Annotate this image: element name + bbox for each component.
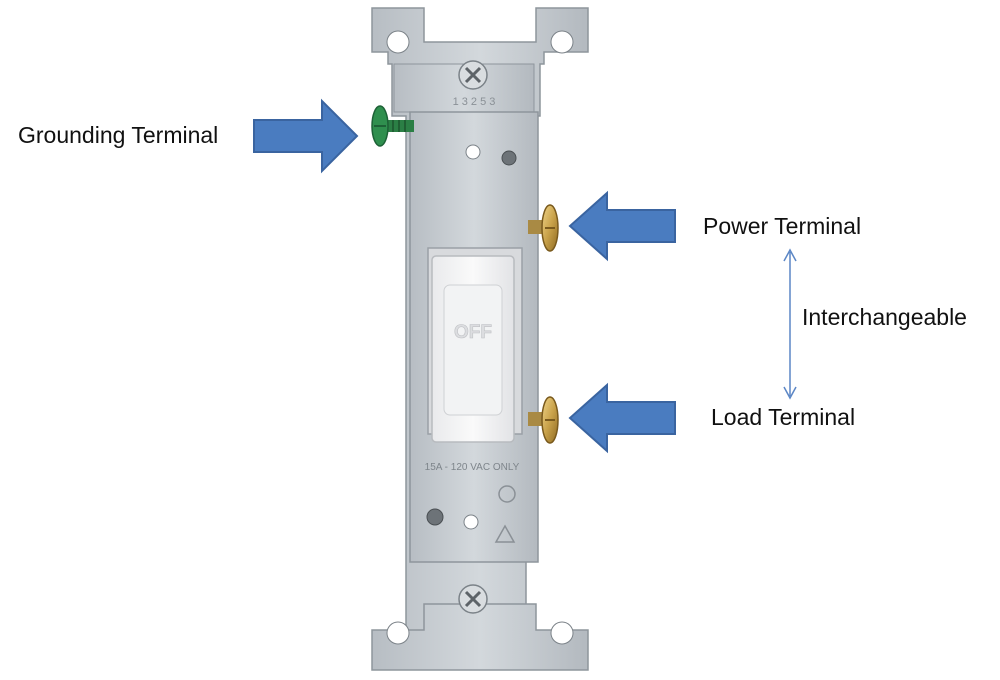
lower-threaded-hole (426, 508, 444, 526)
toggle-assembly: OFF (427, 247, 523, 443)
ul-mark (498, 485, 516, 503)
toggle-off-text: OFF (454, 322, 492, 343)
upper-small-hole (465, 144, 481, 160)
top-left-mount-hole (386, 30, 410, 54)
interchangeable-label: Interchangeable (802, 304, 967, 330)
load-terminal-label: Load Terminal (711, 404, 856, 430)
certification-triangle (494, 524, 516, 543)
bottom-right-mount-hole (550, 621, 574, 645)
grounding-arrow-icon (253, 98, 359, 174)
rating-text: 15A - 120 VAC ONLY (425, 462, 520, 473)
interchangeable-double-arrow-icon (783, 248, 797, 400)
top-right-mount-hole (550, 30, 574, 54)
top-code-text: 1 3 2 5 3 (453, 96, 496, 108)
lower-small-hole (463, 514, 479, 530)
power-brass-screw-icon (528, 204, 559, 252)
load-brass-screw-icon (528, 396, 559, 444)
grounding-terminal-label: Grounding Terminal (18, 122, 219, 148)
power-terminal-label: Power Terminal (703, 213, 862, 239)
power-arrow-icon (568, 190, 676, 262)
ground-screw-icon (371, 105, 414, 147)
bottom-left-mount-hole (386, 621, 410, 645)
load-arrow-icon (568, 382, 676, 454)
top-mounting-screw (458, 60, 488, 90)
bottom-mounting-screw (458, 584, 488, 614)
upper-threaded-hole (501, 150, 517, 166)
